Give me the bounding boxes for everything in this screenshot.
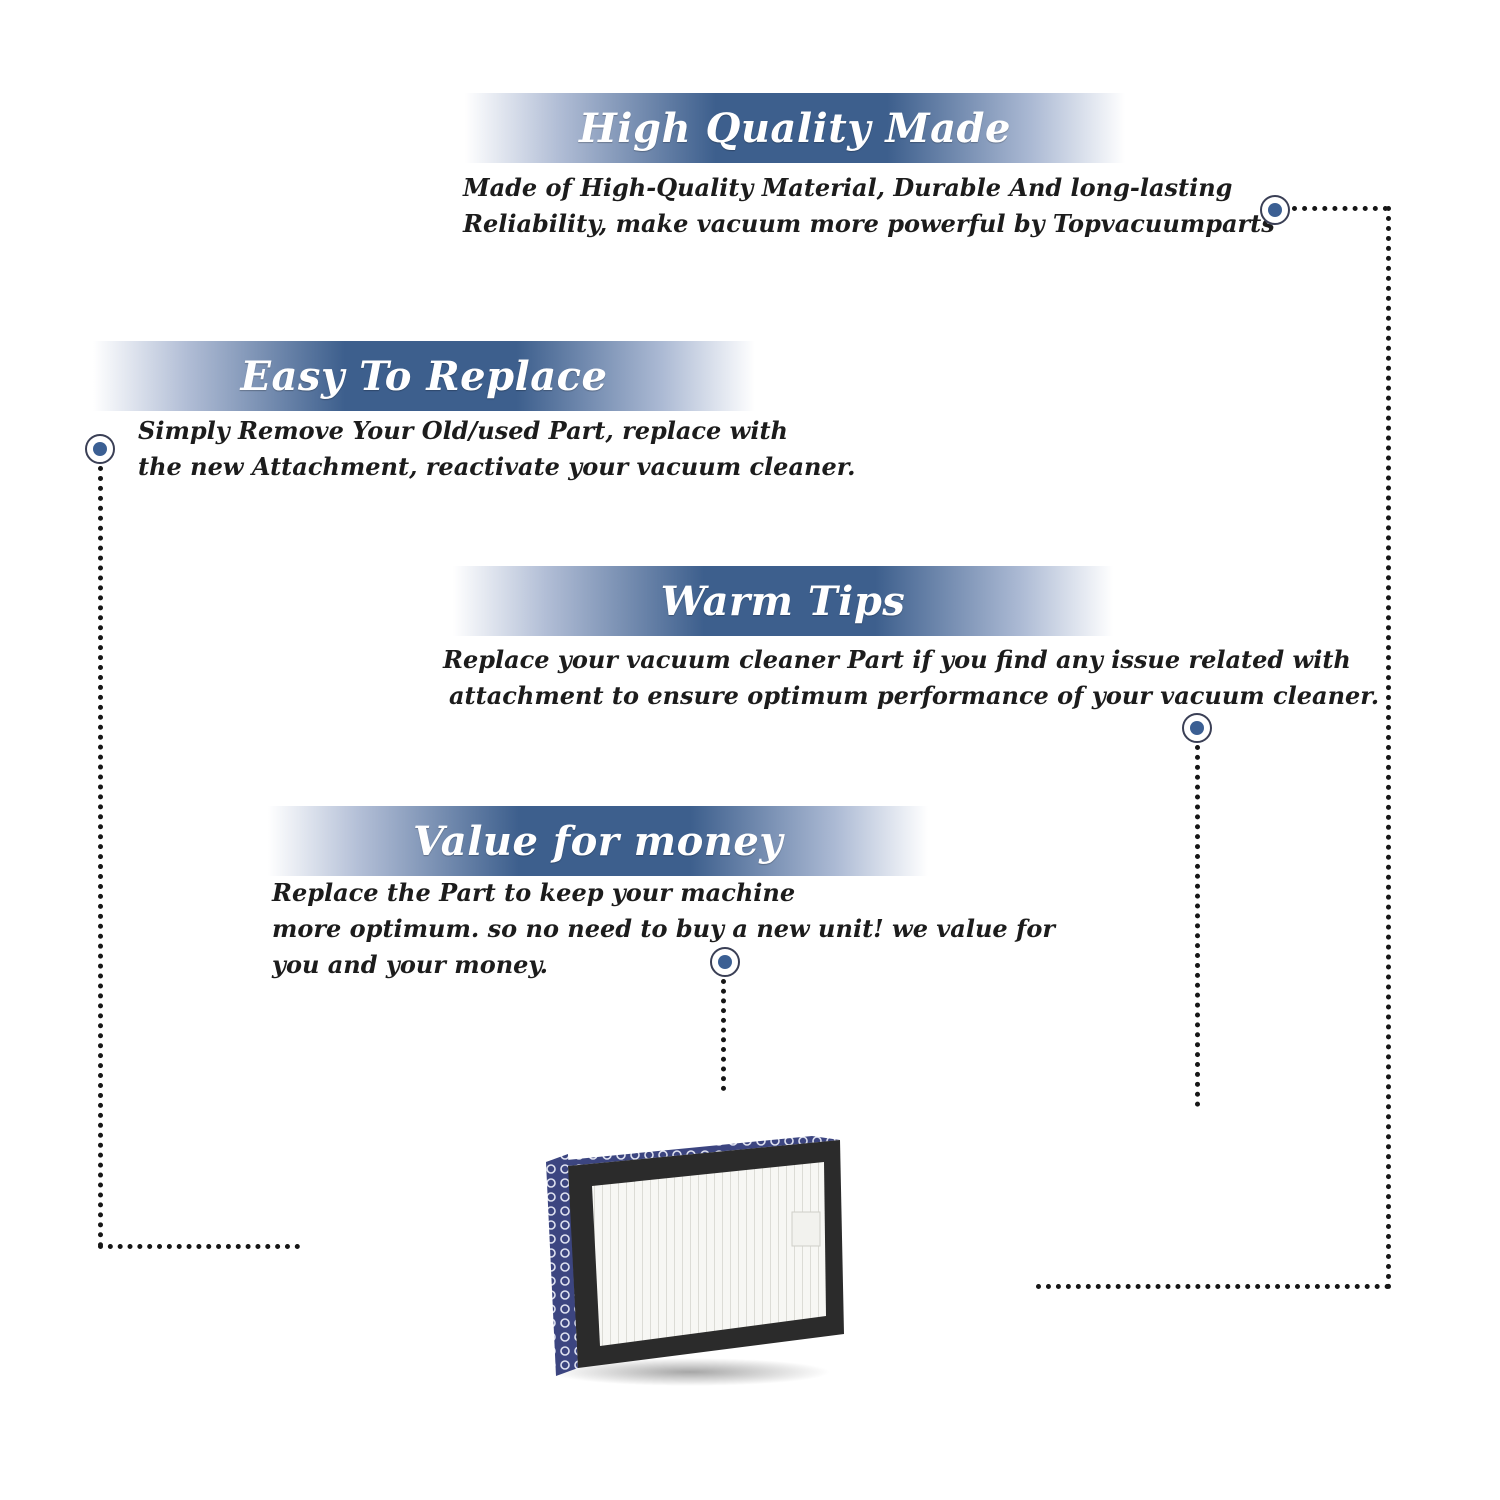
bullet-target-icon [1182, 713, 1212, 743]
description-high-quality-made: Made of High-Quality Material, Durable A… [463, 170, 1275, 242]
banner-warm-tips: Warm Tips [453, 566, 1113, 636]
description-line: Made of High-Quality Material, Durable A… [463, 173, 1233, 202]
connector-line [98, 466, 103, 1248]
connector-line [721, 979, 726, 1091]
description-line: Replace your vacuum cleaner Part if you … [443, 645, 1351, 674]
description-warm-tips: Replace your vacuum cleaner Part if you … [443, 642, 1379, 714]
description-line: Reliability, make vacuum more powerful b… [463, 209, 1275, 238]
banner-value-for-money: Value for money [268, 806, 928, 876]
banner-easy-to-replace: Easy To Replace [93, 341, 755, 411]
connector-line [1195, 745, 1200, 1107]
banner-high-quality-made: High Quality Made [465, 93, 1125, 163]
description-value-for-money: Replace the Part to keep your machine mo… [272, 875, 1055, 983]
description-line: Replace the Part to keep your machine [272, 878, 796, 907]
bullet-target-icon [1260, 195, 1290, 225]
bullet-target-icon [85, 434, 115, 464]
description-line: you and your money. [272, 950, 548, 979]
description-line: attachment to ensure optimum performance… [449, 681, 1380, 710]
description-line: more optimum. so no need to buy a new un… [272, 914, 1055, 943]
connector-line [1036, 1284, 1390, 1289]
connector-line [1292, 206, 1388, 211]
connector-line [98, 1244, 300, 1249]
connector-line [1386, 206, 1391, 1290]
description-easy-to-replace: Simply Remove Your Old/used Part, replac… [138, 413, 856, 485]
description-line: the new Attachment, reactivate your vacu… [138, 452, 856, 481]
description-line: Simply Remove Your Old/used Part, replac… [138, 416, 788, 445]
bullet-target-icon [710, 947, 740, 977]
hepa-filter-image [546, 1136, 844, 1386]
